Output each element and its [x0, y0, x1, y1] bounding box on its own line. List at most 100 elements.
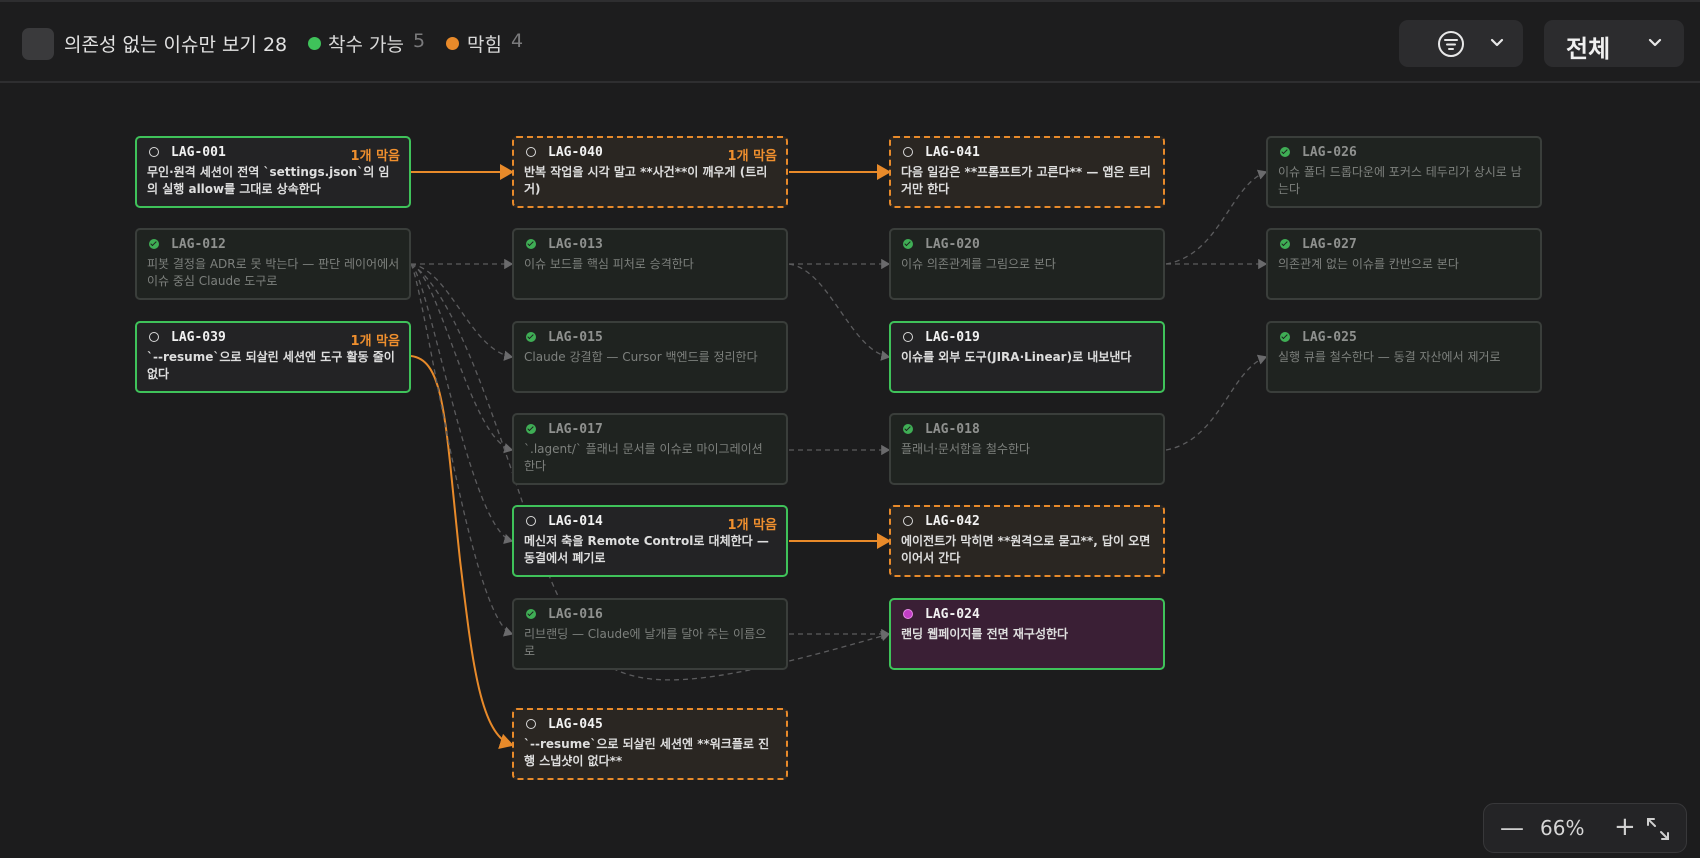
issue-title: 이슈 보드를 핵심 피처로 승격한다	[524, 257, 694, 271]
edge-012-016	[410, 263, 514, 637]
fit-view-icon[interactable]	[1644, 815, 1672, 843]
in-review-icon	[903, 609, 913, 619]
zoom-out-button[interactable]: —	[1500, 814, 1524, 842]
issue-node-lag-015[interactable]: LAG-015 Claude 강결합 — Cursor 백엔드를 정리한다	[512, 321, 788, 393]
zoom-controls: — 66% +	[1483, 803, 1687, 853]
status-circle-icon	[149, 332, 159, 342]
issue-title: `.lagent/` 플래너 문서를 이슈로 마이그레이션 한다	[524, 442, 763, 473]
issue-title: 리브랜딩 — Claude에 날개를 달아 주는 이름으로	[524, 627, 767, 658]
issue-id: LAG-045	[548, 717, 603, 732]
blocked-legend-label: 막힘	[467, 34, 502, 56]
blocked-status-dot	[446, 37, 459, 50]
blocks-badge: 1개 막음	[350, 149, 400, 164]
issue-title: 피봇 결정을 ADR로 못 박는다 — 판단 레이어에서 이슈 중심 Claud…	[147, 257, 400, 288]
issue-node-lag-024[interactable]: LAG-024 랜딩 웹페이지를 전면 재구성한다	[889, 598, 1165, 670]
issue-id: LAG-024	[925, 607, 980, 622]
issue-title: 다음 일감은 **프롬프트가 고른다** — 앱은 트리거만 한다	[901, 165, 1151, 196]
issue-title: 이슈를 외부 도구(JIRA·Linear)로 내보낸다	[901, 350, 1132, 364]
issue-id: LAG-041	[925, 145, 980, 160]
blocks-badge: 1개 막음	[350, 334, 400, 349]
filter-dropdown-button[interactable]	[1399, 20, 1523, 67]
issue-title: 메신저 축을 Remote Control로 대체한다 — 동결에서 폐기로	[524, 534, 769, 565]
issue-id: LAG-014	[548, 514, 603, 529]
chevron-down-icon	[1648, 38, 1662, 47]
issue-id: LAG-027	[1302, 237, 1357, 252]
issue-title: 이슈 의존관계를 그림으로 본다	[901, 257, 1056, 271]
edge-013-019	[788, 263, 891, 361]
issue-title: `--resume`으로 되살린 세션엔 **워크플로 진행 스냅샷이 없다**	[524, 737, 770, 768]
issue-id: LAG-026	[1302, 145, 1357, 160]
done-check-icon	[903, 239, 913, 249]
ready-status-dot	[308, 37, 321, 50]
issue-node-lag-045[interactable]: LAG-045 `--resume`으로 되살린 세션엔 **워크플로 진행 스…	[512, 708, 788, 780]
issue-id: LAG-020	[925, 237, 980, 252]
done-check-icon	[526, 424, 536, 434]
issue-id: LAG-040	[548, 145, 603, 160]
blocks-badge: 1개 막음	[727, 149, 777, 164]
issue-node-lag-025[interactable]: LAG-025 실행 큐를 철수한다 — 동결 자산에서 제거로	[1266, 321, 1542, 393]
status-circle-icon	[526, 516, 536, 526]
edge-012-014	[410, 263, 514, 545]
zoom-in-button[interactable]: +	[1614, 812, 1636, 842]
issue-node-lag-026[interactable]: LAG-026 이슈 폴더 드롭다운에 포커스 테두리가 상시로 남는다	[1266, 136, 1542, 208]
issue-node-lag-027[interactable]: LAG-027 의존관계 없는 이슈를 칸반으로 본다	[1266, 228, 1542, 300]
issue-node-lag-013[interactable]: LAG-013 이슈 보드를 핵심 피처로 승격한다	[512, 228, 788, 300]
issue-title: 플래너·문서함을 철수한다	[901, 442, 1031, 456]
done-check-icon	[1280, 147, 1290, 157]
ready-legend-label: 착수 가능	[328, 34, 404, 56]
issue-title: 에이전트가 막히면 **원격으로 묻고**, 답이 오면 이어서 간다	[901, 534, 1151, 565]
done-check-icon	[526, 332, 536, 342]
issue-node-lag-001[interactable]: LAG-001 1개 막음 무인·원격 세션이 전역 `settings.json…	[135, 136, 411, 208]
edge-039-045	[410, 355, 514, 750]
edge-018-025	[1165, 354, 1268, 451]
blocked-legend-count: 4	[511, 30, 524, 52]
done-check-icon	[903, 424, 913, 434]
issue-node-lag-042[interactable]: LAG-042 에이전트가 막히면 **원격으로 묻고**, 답이 오면 이어서…	[889, 505, 1165, 577]
ready-legend-count: 5	[413, 30, 426, 52]
issue-node-lag-014[interactable]: LAG-014 1개 막음 메신저 축을 Remote Control로 대체한다…	[512, 505, 788, 577]
done-check-icon	[1280, 332, 1290, 342]
edge-020-026	[1165, 169, 1268, 265]
issue-id: LAG-017	[548, 422, 603, 437]
issue-node-lag-017[interactable]: LAG-017 `.lagent/` 플래너 문서를 이슈로 마이그레이션 한다	[512, 413, 788, 485]
issue-node-lag-018[interactable]: LAG-018 플래너·문서함을 철수한다	[889, 413, 1165, 485]
issue-id: LAG-025	[1302, 330, 1357, 345]
done-check-icon	[149, 239, 159, 249]
blocks-badge: 1개 막음	[727, 518, 777, 533]
issue-id: LAG-019	[925, 330, 980, 345]
done-check-icon	[526, 609, 536, 619]
scope-dropdown[interactable]: 전체	[1544, 20, 1684, 67]
edge-012-017	[410, 263, 514, 454]
chevron-down-icon	[1490, 38, 1504, 47]
graph-toolbar: 의존성 없는 이슈만 보기 28 착수 가능 5 막힘 4 전체	[0, 0, 1700, 83]
status-circle-icon	[526, 719, 536, 729]
issue-node-lag-012[interactable]: LAG-012 피봇 결정을 ADR로 못 박는다 — 판단 레이어에서 이슈 …	[135, 228, 411, 300]
filter-lines-icon	[1438, 31, 1464, 57]
issue-id: LAG-018	[925, 422, 980, 437]
issue-node-lag-041[interactable]: LAG-041 다음 일감은 **프롬프트가 고른다** — 앱은 트리거만 한…	[889, 136, 1165, 208]
zoom-level: 66%	[1540, 816, 1585, 840]
issue-node-lag-020[interactable]: LAG-020 이슈 의존관계를 그림으로 본다	[889, 228, 1165, 300]
edge-012-015	[410, 263, 514, 361]
issue-id: LAG-013	[548, 237, 603, 252]
issue-node-lag-040[interactable]: LAG-040 1개 막음 반복 작업을 시각 말고 **사건**이 깨우게 (트…	[512, 136, 788, 208]
issue-node-lag-016[interactable]: LAG-016 리브랜딩 — Claude에 날개를 달아 주는 이름으로	[512, 598, 788, 670]
issue-node-lag-019[interactable]: LAG-019 이슈를 외부 도구(JIRA·Linear)로 내보낸다	[889, 321, 1165, 393]
done-check-icon	[1280, 239, 1290, 249]
issue-title: 실행 큐를 철수한다 — 동결 자산에서 제거로	[1278, 350, 1501, 364]
status-circle-icon	[903, 516, 913, 526]
no-dependency-checkbox[interactable]	[22, 28, 54, 60]
issue-id: LAG-012	[171, 237, 226, 252]
issue-title: 반복 작업을 시각 말고 **사건**이 깨우게 (트리거)	[524, 165, 768, 196]
issue-id: LAG-001	[171, 145, 226, 160]
issue-title: Claude 강결합 — Cursor 백엔드를 정리한다	[524, 350, 758, 364]
status-circle-icon	[903, 332, 913, 342]
status-circle-icon	[149, 147, 159, 157]
scope-dropdown-value: 전체	[1566, 35, 1611, 63]
no-dependency-toggle-label[interactable]: 의존성 없는 이슈만 보기 28	[64, 34, 288, 56]
status-circle-icon	[526, 147, 536, 157]
issue-title: 무인·원격 세션이 전역 `settings.json`의 임의 실행 allo…	[147, 165, 390, 196]
issue-title: 이슈 폴더 드롭다운에 포커스 테두리가 상시로 남는다	[1278, 165, 1522, 196]
status-circle-icon	[903, 147, 913, 157]
